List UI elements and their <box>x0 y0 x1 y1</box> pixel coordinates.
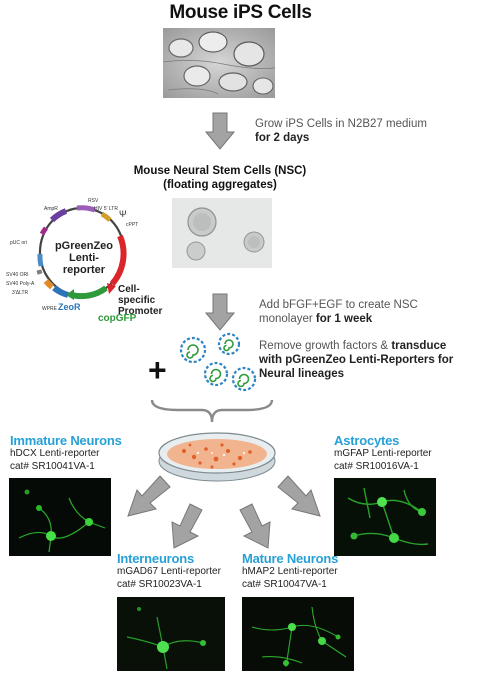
page-title: Mouse iPS Cells <box>169 2 312 23</box>
lentivirus-particles <box>179 332 257 392</box>
feature-sv40-polya: SV40 Poly-A <box>6 281 35 287</box>
ips-cells-photo <box>163 28 275 98</box>
feature-cppt: cPPT <box>126 222 139 228</box>
panel-cat: cat# SR10023VA-1 <box>117 578 202 590</box>
step-monolayer: Add bFGF+EGF to create NSC monolayer for… <box>259 298 439 326</box>
down-arrow-2 <box>205 293 235 331</box>
feature-hiv-ltr: HIV 5' LTR <box>94 206 118 212</box>
step-grow-bold: for 2 days <box>255 132 310 144</box>
panel-interneurons: Interneurons mGAD67 Lenti-reporter cat# … <box>117 551 221 591</box>
panel-title: Immature Neurons <box>10 433 122 448</box>
panel-mature-neurons: Mature Neurons hMAP2 Lenti-reporter cat#… <box>242 551 338 591</box>
panel-cat: cat# SR10041VA-1 <box>10 460 95 472</box>
nsc-aggregates-photo <box>172 198 272 268</box>
arrow-to-immature <box>127 475 171 517</box>
petri-dish <box>158 432 276 482</box>
virus-particle-2 <box>217 332 241 356</box>
step-monolayer-bold: for 1 week <box>315 313 373 325</box>
step-transduce-text: Remove growth factors & <box>259 340 389 352</box>
vector-name: pGreenZeo Lenti-reporter <box>48 240 120 276</box>
panel-title: Interneurons <box>117 551 195 566</box>
panel-cat: cat# SR10047VA-1 <box>242 578 327 590</box>
feature-psi: Ψ <box>119 209 127 219</box>
panel-immature-neurons: Immature Neurons hDCX Lenti-reporter cat… <box>10 433 122 473</box>
feature-3-ltr: 3'ΔLTR <box>12 290 29 296</box>
step-monolayer-text: Add bFGF+EGF to create NSC monolayer <box>259 299 418 325</box>
feature-wpre: WPRE <box>42 306 57 312</box>
nsc-heading-line2: (floating aggregates) <box>163 179 277 191</box>
plus-sign: + <box>148 352 167 388</box>
panel-reporter: hMAP2 Lenti-reporter <box>242 566 338 577</box>
micrograph-mature-neurons <box>242 597 354 671</box>
feature-ampr: AmpR <box>44 206 58 212</box>
vector-name-line2: Lenti-reporter <box>62 252 106 276</box>
arrow-to-astrocytes <box>277 475 321 517</box>
feature-puc-ori: pUC ori <box>10 240 27 246</box>
arrow-to-mature <box>239 503 271 549</box>
converge-bracket <box>150 399 274 423</box>
step-transduce-bold: transduce with pGreenZeo Lenti-Reporters… <box>259 340 454 380</box>
panel-title: Mature Neurons <box>242 551 339 566</box>
micrograph-immature-neurons <box>9 478 111 556</box>
panel-cat: cat# SR10016VA-1 <box>334 460 419 472</box>
panel-reporter: hDCX Lenti-reporter <box>10 448 100 459</box>
arrow-to-interneurons <box>171 503 203 549</box>
virus-particle-4 <box>231 366 257 392</box>
feature-rsv: RSV <box>88 198 99 204</box>
promoter-label-line1: Cell-specific <box>118 284 156 306</box>
step-grow: Grow iPS Cells in N2B27 medium for 2 day… <box>255 117 445 145</box>
virus-particle-1 <box>179 336 207 364</box>
zeor-label: ZeoR <box>58 302 81 312</box>
promoter-label-line2: Promoter <box>118 306 163 317</box>
nsc-heading-line1: Mouse Neural Stem Cells (NSC) <box>133 165 307 177</box>
panel-reporter: mGFAP Lenti-reporter <box>334 448 432 459</box>
nsc-heading: Mouse Neural Stem Cells (NSC) (floating … <box>120 164 320 192</box>
micrograph-astrocytes <box>334 478 436 556</box>
panel-astrocytes: Astrocytes mGFAP Lenti-reporter cat# SR1… <box>334 433 432 473</box>
feature-sv40-ori: SV40 ORI <box>6 272 29 278</box>
micrograph-interneurons <box>117 597 225 671</box>
copgfp-label: copGFP <box>98 313 137 324</box>
virus-particle-3 <box>203 361 229 387</box>
panel-title: Astrocytes <box>334 433 400 448</box>
promoter-label: Cell-specific Promoter <box>118 284 167 317</box>
plasmid-map: RSV HIV 5' LTR Ψ cPPT AmpR pUC ori SV40 … <box>2 188 167 328</box>
step-transduce: Remove growth factors & transduce with p… <box>259 339 459 381</box>
vector-name-line1: pGreenZeo <box>54 240 114 252</box>
step-grow-text: Grow iPS Cells in N2B27 medium <box>255 118 427 130</box>
down-arrow-1 <box>205 112 235 150</box>
panel-reporter: mGAD67 Lenti-reporter <box>117 566 221 577</box>
